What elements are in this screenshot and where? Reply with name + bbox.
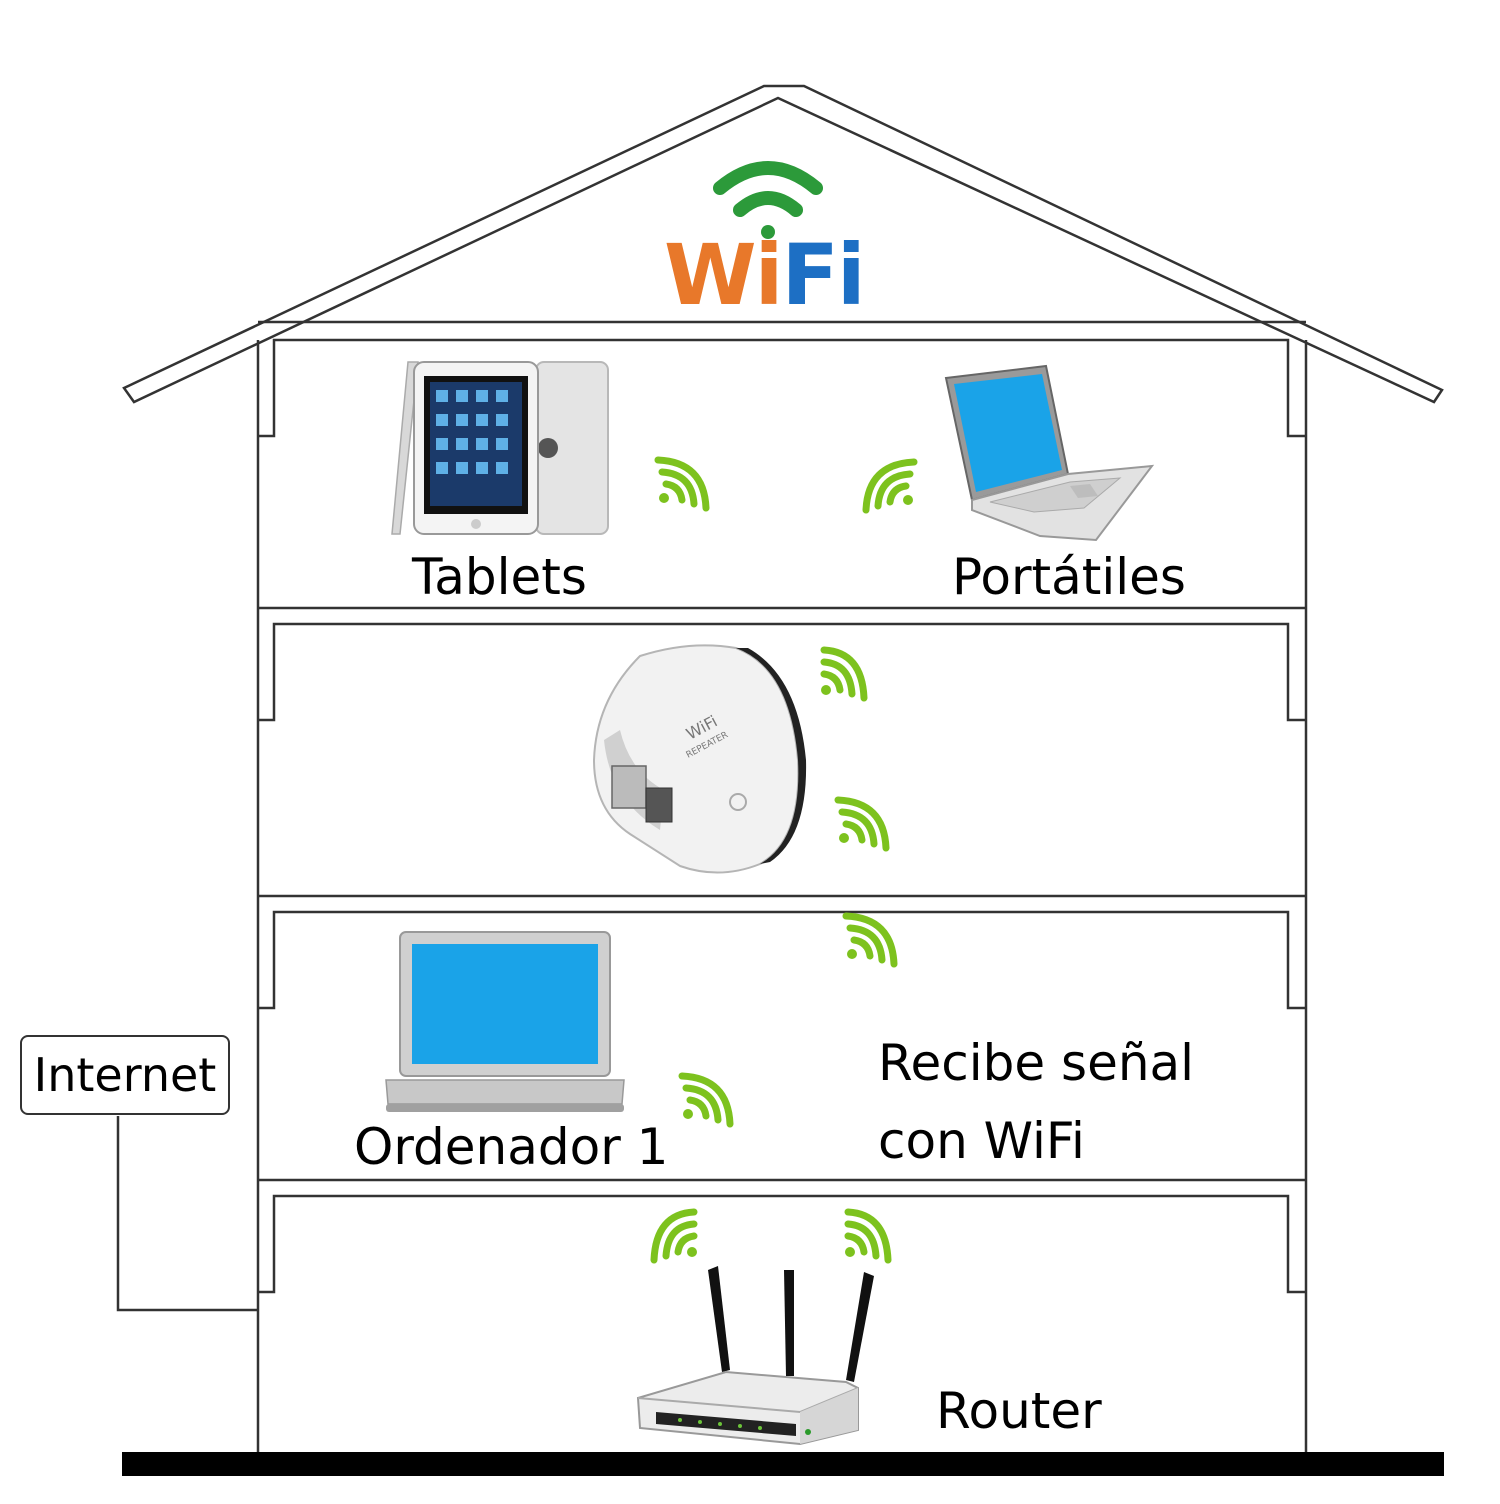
- recibe-senal-line1: Recibe señal: [878, 1034, 1195, 1092]
- router-icon: [636, 1266, 874, 1446]
- wifi-logo-fi: Fi: [781, 226, 865, 324]
- signal-icon: [654, 456, 710, 512]
- recibe-senal-line2: con WiFi: [878, 1112, 1085, 1170]
- signal-icon: [844, 1208, 892, 1264]
- tablets-label: Tablets: [412, 548, 587, 606]
- signal-icon: [834, 796, 890, 852]
- roof: [122, 84, 1444, 404]
- laptop-icon: [944, 364, 1155, 542]
- signal-icon: [862, 458, 918, 514]
- wifi-logo-icon: [713, 161, 823, 239]
- signal-icons: [650, 456, 918, 1264]
- ordenador-label: Ordenador 1: [354, 1118, 669, 1176]
- signal-icon: [678, 1072, 734, 1128]
- ground-line: [122, 1452, 1444, 1476]
- repeater-icon: WiFi REPEATER: [592, 644, 807, 874]
- wifi-logo-w: W: [664, 226, 757, 324]
- portatiles-label: Portátiles: [952, 548, 1186, 606]
- signal-icon: [820, 646, 868, 702]
- wifi-logo-i: i: [754, 226, 784, 324]
- house-structure: [256, 320, 1308, 1452]
- internet-box: Internet: [20, 1035, 230, 1115]
- signal-icon: [650, 1208, 698, 1264]
- desktop-laptop-icon: [385, 931, 625, 1112]
- tablet-icon: [391, 361, 609, 535]
- internet-label: Internet: [33, 1048, 217, 1102]
- router-label: Router: [936, 1382, 1102, 1440]
- internet-cable: [116, 1116, 258, 1312]
- signal-icon: [842, 912, 898, 968]
- wifi-logo: WiFi: [664, 226, 866, 324]
